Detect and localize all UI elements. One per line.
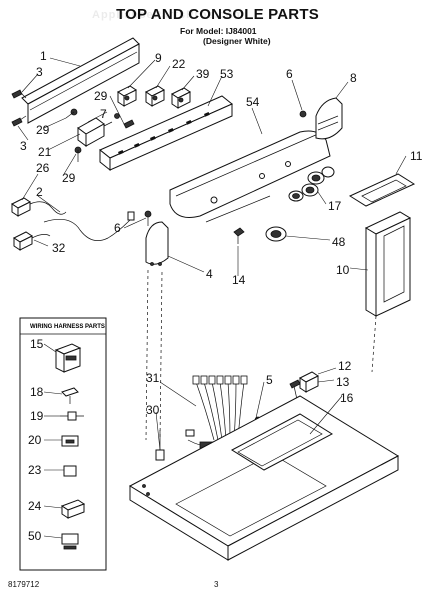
callout-label: 26 <box>36 161 50 175</box>
callout-leader-lines <box>17 57 407 451</box>
callout-label: 8 <box>350 71 357 85</box>
harness-part-shapes <box>54 343 86 550</box>
lint-screen-part-11 <box>348 173 416 207</box>
callout-label: 48 <box>332 235 346 249</box>
switch-part-39 <box>171 87 191 109</box>
callout-label: 16 <box>340 391 354 405</box>
callout-label: 1 <box>40 49 47 63</box>
end-cap-part-4 <box>145 221 169 266</box>
timer-part-21 <box>77 117 113 147</box>
callout-label: 54 <box>246 95 260 109</box>
connector-part-26 <box>11 197 67 217</box>
harness-part-label: 24 <box>28 499 42 513</box>
callout-label: 3 <box>20 139 27 153</box>
callout-label: 13 <box>336 375 350 389</box>
document-number: 8179712 <box>8 580 40 589</box>
callout-label: 29 <box>94 89 108 103</box>
page-title: TOP AND CONSOLE PARTS <box>116 6 319 23</box>
harness-part-label: 15 <box>30 337 44 351</box>
callout-label: 5 <box>266 373 273 387</box>
console-backplate-part-53 <box>99 95 233 172</box>
callout-label: 11 <box>410 149 423 163</box>
knob-part-17 <box>288 166 335 202</box>
callout-label: 4 <box>206 267 213 281</box>
model-subtitle: For Model: IJ84001 (Designer White) <box>180 26 271 46</box>
watermark-text: AppliancePartsPros.com <box>92 9 245 21</box>
callout-label: 6 <box>286 67 293 81</box>
screw-part-3 <box>11 89 27 127</box>
lint-housing-part-10 <box>364 211 412 317</box>
end-cap-part-8 <box>315 97 343 140</box>
callout-numbers: 1 3 29 3 21 7 29 9 22 39 53 6 8 54 26 29… <box>20 49 423 417</box>
model-line: For Model: IJ84001 <box>180 26 257 36</box>
door-switch-part-13 <box>299 371 319 393</box>
callout-label: 22 <box>172 57 186 71</box>
switch-part-22 <box>145 85 165 107</box>
callout-label: 12 <box>338 359 352 373</box>
harness-wire-part-2 <box>43 211 135 241</box>
callout-label: 29 <box>62 171 76 185</box>
screw-part-14 <box>233 227 245 244</box>
clip-part-30 <box>155 430 165 461</box>
page-number: 3 <box>214 580 219 589</box>
harness-part-label: 50 <box>28 529 42 543</box>
callout-label: 7 <box>100 107 107 121</box>
callout-label: 21 <box>38 145 52 159</box>
harness-part-label: 20 <box>28 433 42 447</box>
harness-part-label: 19 <box>30 409 44 423</box>
screw-part-6-left <box>144 210 152 226</box>
rear-panel-part-1 <box>21 37 140 124</box>
switch-part-9 <box>117 85 137 107</box>
knob-part-48 <box>265 226 287 242</box>
connector-part-32 <box>13 231 51 251</box>
harness-label-leaders <box>43 343 64 539</box>
harness-part-label: 23 <box>28 463 42 477</box>
clip-part-29 <box>123 119 135 129</box>
model-variant: (Designer White) <box>203 36 271 46</box>
dryer-top-part-16 <box>128 395 400 561</box>
callout-label: 6 <box>114 221 121 235</box>
callout-label: 2 <box>36 185 43 199</box>
callout-label: 30 <box>146 403 160 417</box>
callout-label: 10 <box>336 263 350 277</box>
harness-box-text: WIRING HARNESS PARTS 15 18 19 20 23 24 5… <box>28 324 105 543</box>
callout-label: 31 <box>146 371 160 385</box>
callout-label: 3 <box>36 65 43 79</box>
console-panel-part-54 <box>169 130 331 223</box>
screw-part-6-right <box>299 110 307 118</box>
callout-label: 17 <box>328 199 342 213</box>
screw-part-29 <box>65 108 120 162</box>
callout-label: 39 <box>196 67 210 81</box>
callout-label: 29 <box>36 123 50 137</box>
callout-label: 53 <box>220 67 234 81</box>
callout-label: 32 <box>52 241 66 255</box>
callout-label: 9 <box>155 51 162 65</box>
callout-label: 14 <box>232 273 246 287</box>
harness-box-title: WIRING HARNESS PARTS <box>30 324 105 330</box>
harness-part-label: 18 <box>30 385 44 399</box>
